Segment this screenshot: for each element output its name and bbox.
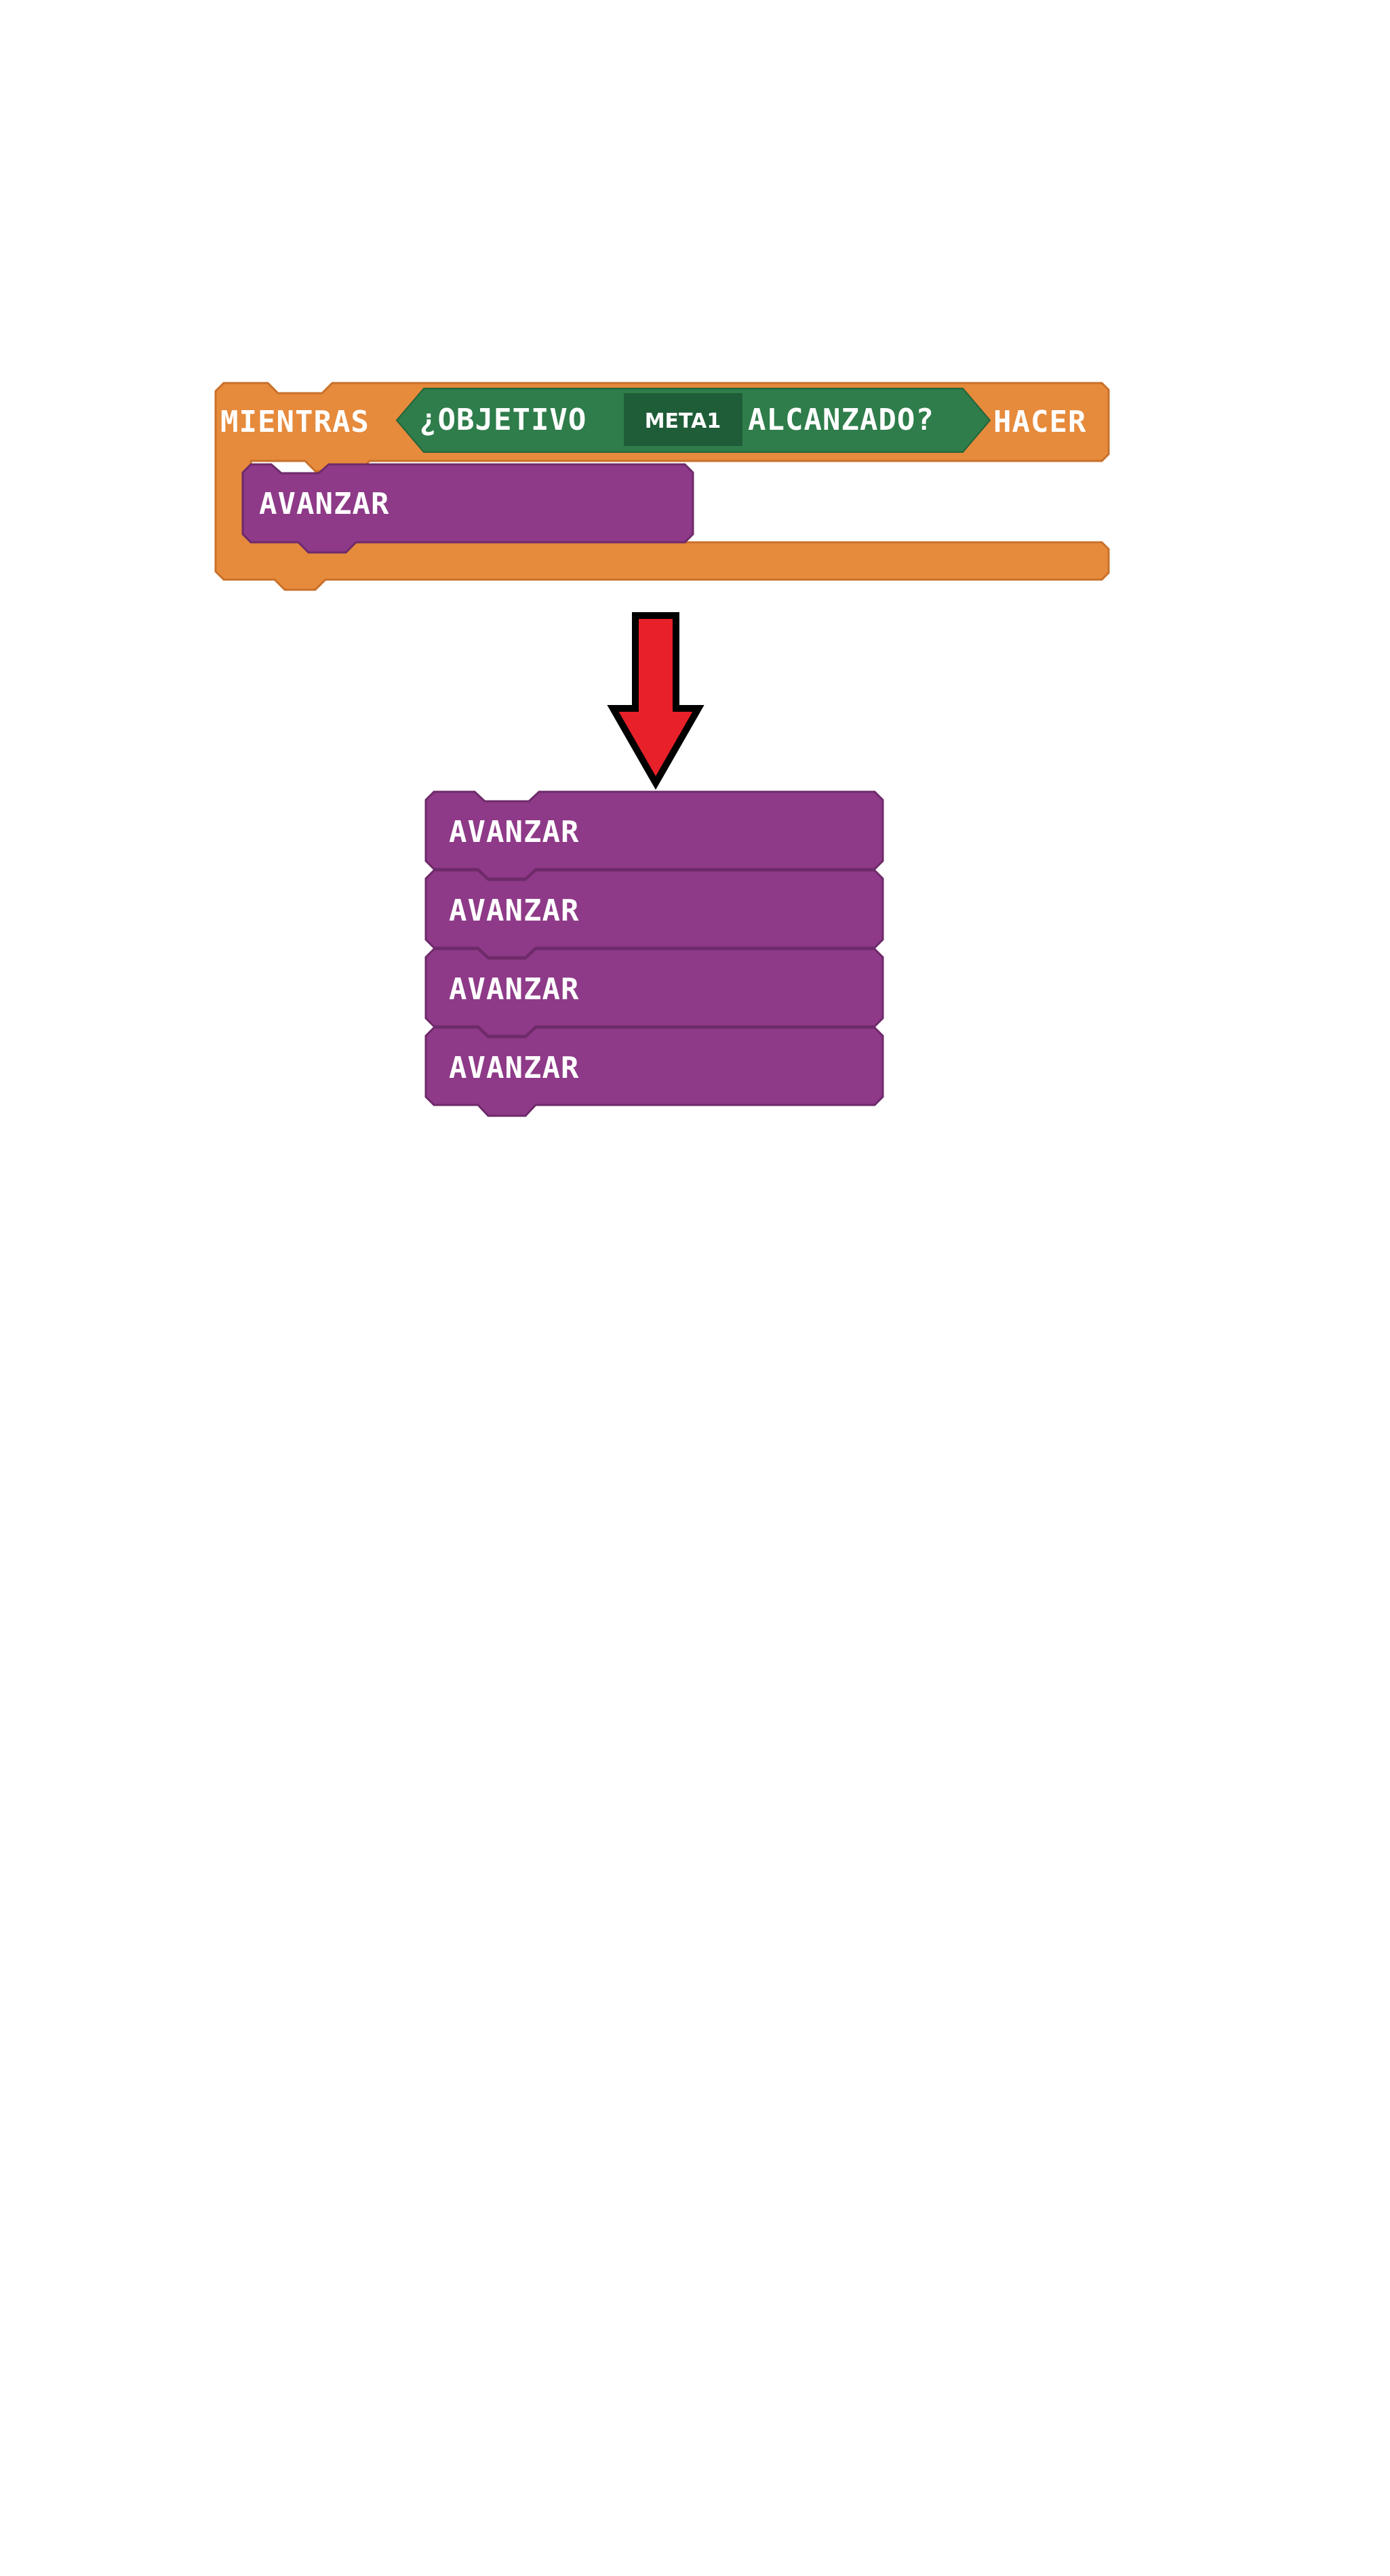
condition-prefix: ¿OBJETIVO — [419, 403, 587, 437]
result-statement[interactable]: AVANZAR — [424, 1026, 884, 1117]
result-statement-label: AVANZAR — [449, 815, 579, 849]
while-loop-block[interactable]: MIENTRAS ¿OBJETIVO META1 ALCANZADO? HACE… — [214, 382, 1110, 591]
loop-body-statement[interactable]: AVANZAR — [241, 463, 694, 554]
loop-body-statement-shape — [241, 463, 694, 554]
down-arrow-icon — [607, 612, 704, 790]
goal-param-value: META1 — [645, 409, 721, 433]
result-statement-shape — [424, 869, 884, 959]
while-keyword: MIENTRAS — [220, 405, 370, 439]
result-statement-shape — [424, 948, 884, 1037]
goal-param-background — [624, 393, 742, 446]
condition-suffix: ALCANZADO? — [748, 403, 934, 437]
result-stack: AVANZAR AVANZAR AVANZAR AVANZAR — [424, 790, 884, 1117]
result-statement[interactable]: AVANZAR — [424, 869, 884, 959]
result-statement-label: AVANZAR — [449, 972, 579, 1007]
condition-block[interactable]: ¿OBJETIVO META1 ALCANZADO? — [395, 388, 991, 453]
result-statement-label: AVANZAR — [449, 1051, 579, 1085]
result-statement-label: AVANZAR — [449, 893, 579, 928]
loop-body-statement-label: AVANZAR — [259, 487, 389, 521]
result-statement[interactable]: AVANZAR — [424, 790, 884, 880]
do-keyword: HACER — [993, 405, 1086, 439]
goal-param-slot[interactable]: META1 — [624, 393, 742, 446]
result-statement[interactable]: AVANZAR — [424, 948, 884, 1037]
result-statement-shape — [424, 790, 884, 880]
result-statement-shape — [424, 1026, 884, 1117]
